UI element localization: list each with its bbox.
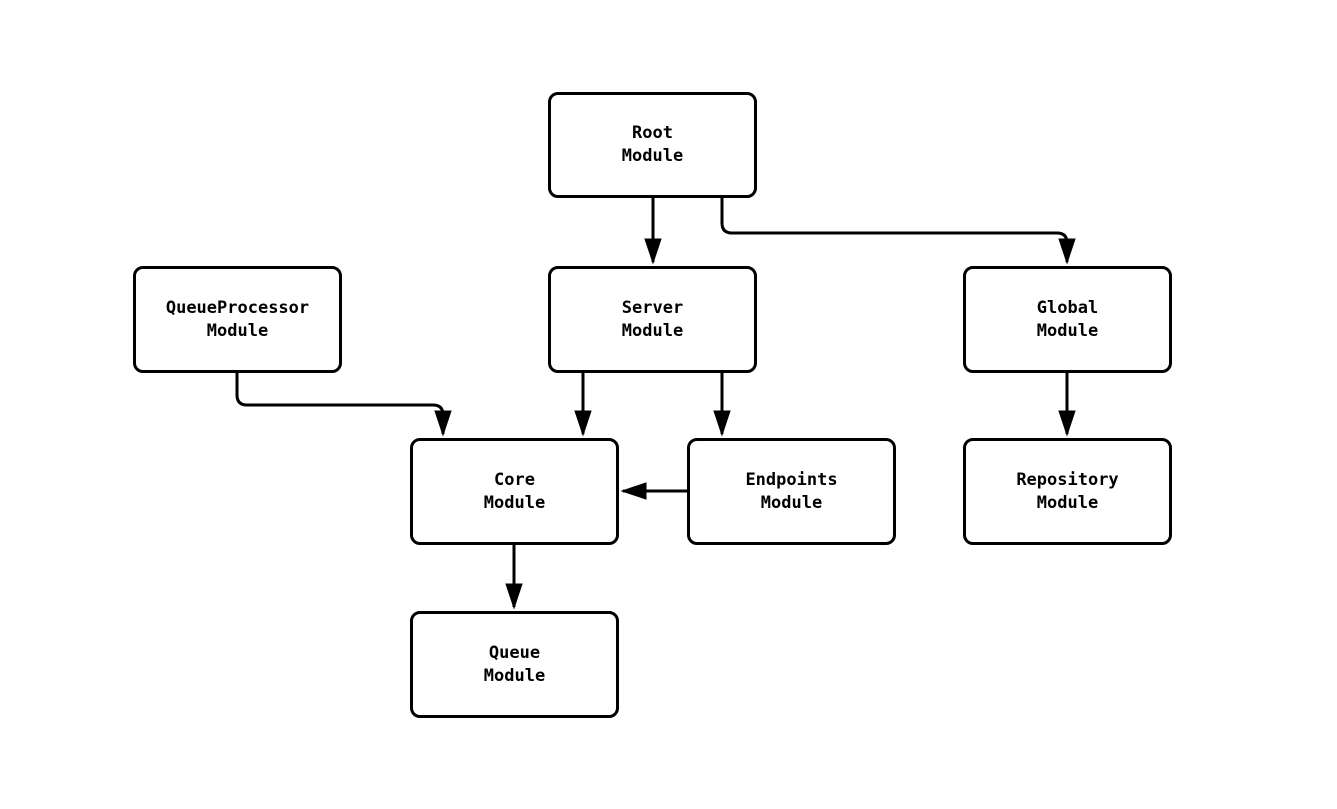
node-endpoints-module: Endpoints Module: [687, 438, 896, 545]
node-label-line: Endpoints: [745, 469, 838, 490]
node-label-line: Root: [632, 123, 673, 143]
node-label-line: Module: [483, 665, 546, 686]
node-core-module: Core Module: [410, 438, 619, 545]
edge-queueprocessor-to-core: [235, 373, 452, 437]
node-label-line: Repository: [1016, 469, 1119, 490]
node-label-line: Server: [621, 297, 684, 318]
node-global-module: Global Module: [963, 266, 1172, 373]
node-label-line: Core: [494, 469, 535, 490]
node-label-line: QueueProcessor: [165, 297, 310, 318]
node-root-module: Root Module: [548, 92, 757, 198]
node-repository-module: Repository Module: [963, 438, 1172, 545]
node-label-line: Queue: [488, 642, 541, 663]
node-label-line: Module: [1036, 320, 1099, 341]
node-label-line: Module: [483, 492, 546, 513]
node-queue-module: Queue Module: [410, 611, 619, 718]
node-label-line: Global: [1036, 297, 1099, 318]
node-label-line: Module: [1036, 492, 1099, 513]
node-label-line: Module: [621, 320, 684, 341]
node-queueprocessor-module: QueueProcessor Module: [133, 266, 342, 373]
node-server-module: Server Module: [548, 266, 757, 373]
node-label-line: Module: [760, 492, 823, 513]
edge-root-to-global: [720, 198, 1076, 265]
node-label-line: Module: [206, 320, 269, 341]
node-label-line: Module: [621, 146, 684, 166]
